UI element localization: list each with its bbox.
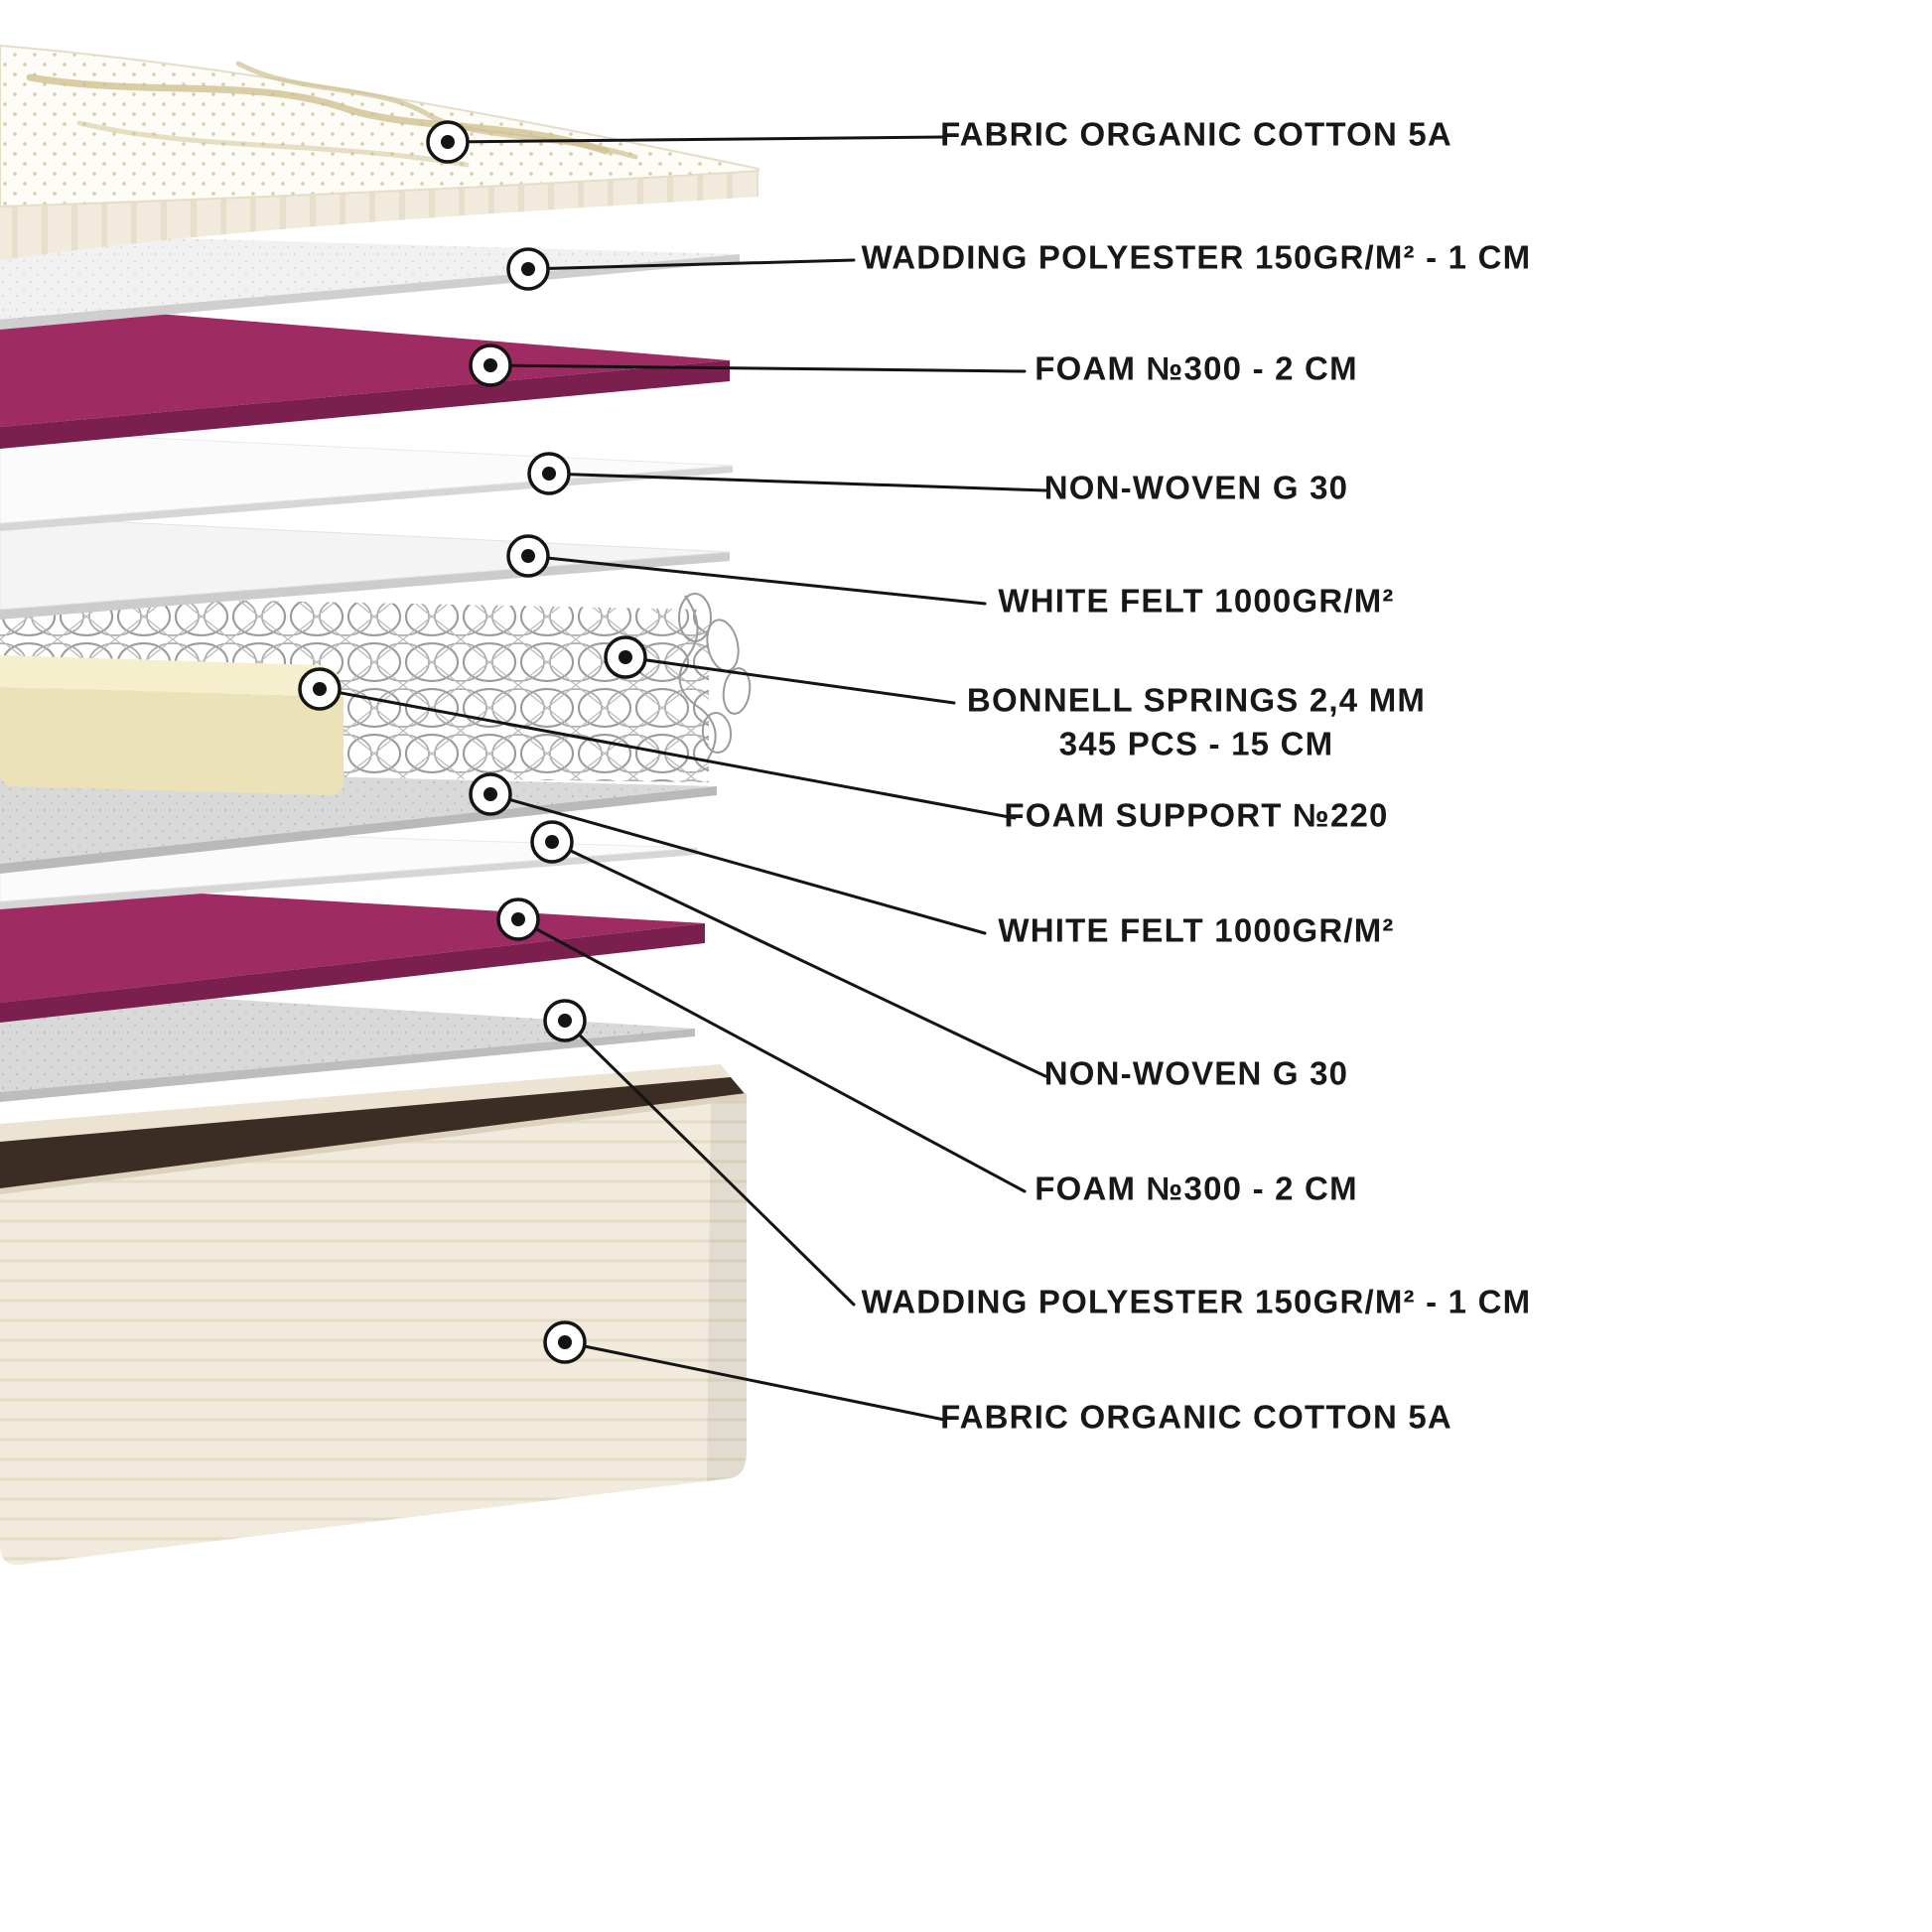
leader-line <box>526 554 987 606</box>
layer-wadding-bottom <box>0 985 695 1102</box>
layer-top-face <box>0 882 705 1003</box>
callout-fabric-bottom: FABRIC ORGANIC COTTON 5A <box>543 1320 1452 1436</box>
layer-label: WADDING POLYESTER 150GR/M² - 1 CM <box>862 1284 1532 1320</box>
quilt-gold-swirl <box>76 120 470 168</box>
layer-foam-top <box>0 301 730 449</box>
box-front-face <box>0 1096 747 1566</box>
leader-line <box>623 655 956 705</box>
layer-top-face <box>0 301 730 427</box>
layer-top-face <box>0 430 734 524</box>
layer-felt-top <box>0 515 731 620</box>
layer-label: WHITE FELT 1000GR/M² <box>998 583 1394 620</box>
callout-marker <box>426 120 470 164</box>
spring-zigzag <box>678 595 717 761</box>
layer-stack <box>0 44 759 1566</box>
leader-line <box>488 792 987 935</box>
layer-fabric-top <box>0 44 759 260</box>
layer-foam-support <box>0 655 344 796</box>
layer-top-face <box>0 768 717 864</box>
callout-marker <box>604 635 647 679</box>
callout-marker <box>298 667 342 711</box>
quilt-gold-swirl <box>26 73 610 155</box>
layer-label: FABRIC ORGANIC COTTON 5A <box>940 1399 1452 1436</box>
leader-line <box>446 135 946 144</box>
layer-base-box <box>0 1064 748 1566</box>
callout-marker <box>496 897 540 941</box>
layer-foam-bottom <box>0 882 705 1023</box>
callout-marker <box>527 452 571 495</box>
layer-front-edge <box>0 552 730 620</box>
layer-nonwoven-top <box>0 430 734 531</box>
callout-wadding-bottom: WADDING POLYESTER 150GR/M² - 1 CM <box>543 999 1532 1320</box>
callout-marker <box>469 772 512 816</box>
leader-line <box>550 840 1047 1078</box>
box-rim-piping <box>0 1093 748 1194</box>
callout-felt-top: WHITE FELT 1000GR/M² <box>506 534 1394 620</box>
layer-label: FOAM №300 - 2 CM <box>1035 1171 1358 1207</box>
callout-marker <box>530 820 574 864</box>
layer-label: FOAM SUPPORT №220 <box>1004 797 1388 834</box>
callouts: FABRIC ORGANIC COTTON 5A WADDING POLYEST… <box>298 116 1532 1436</box>
callout-foam-support: FOAM SUPPORT №220 <box>298 667 1388 834</box>
layer-top-face <box>0 233 740 320</box>
layer-label: NON-WOVEN G 30 <box>1044 470 1349 506</box>
layer-wadding-top <box>0 233 740 330</box>
layer-label-line2: 345 PCS - 15 CM <box>1059 726 1334 762</box>
callout-marker <box>506 534 550 578</box>
box-right-shade <box>707 1096 747 1481</box>
leader-line <box>563 1340 946 1422</box>
layer-label: WHITE FELT 1000GR/M² <box>998 912 1394 949</box>
layer-label: FOAM №300 - 2 CM <box>1035 350 1358 387</box>
quilt-side-face <box>0 171 759 260</box>
spring-coil <box>701 712 733 754</box>
callout-marker <box>543 1320 587 1364</box>
support-top-face <box>0 655 344 697</box>
support-front-face <box>0 687 344 796</box>
layer-label: NON-WOVEN G 30 <box>1044 1055 1349 1092</box>
callout-foam-bottom: FOAM №300 - 2 CM <box>496 897 1358 1207</box>
callout-marker <box>469 344 512 387</box>
layer-label: BONNELL SPRINGS 2,4 MM <box>967 682 1426 719</box>
layer-front-edge <box>0 360 730 449</box>
leader-line <box>526 258 856 271</box>
layer-front-edge <box>0 848 697 909</box>
leader-line <box>516 917 1027 1193</box>
leader-line <box>563 1019 856 1307</box>
leader-line <box>547 472 1047 492</box>
layer-label: FABRIC ORGANIC COTTON 5A <box>940 116 1452 153</box>
layer-top-face <box>0 515 731 611</box>
callout-felt-bottom: WHITE FELT 1000GR/M² <box>469 772 1394 949</box>
callout-nonwoven-top: NON-WOVEN G 30 <box>527 452 1349 506</box>
callout-nonwoven-bottom: NON-WOVEN G 30 <box>530 820 1349 1092</box>
layer-front-edge <box>0 1029 695 1102</box>
spring-coil <box>722 667 752 715</box>
box-interior <box>0 1077 747 1191</box>
callout-fabric-top: FABRIC ORGANIC COTTON 5A <box>426 116 1452 164</box>
layer-front-edge <box>0 923 705 1023</box>
leader-line <box>318 687 1017 820</box>
callout-wadding-top: WADDING POLYESTER 150GR/M² - 1 CM <box>506 239 1532 291</box>
callout-foam-top: FOAM №300 - 2 CM <box>469 344 1358 387</box>
layer-label: WADDING POLYESTER 150GR/M² - 1 CM <box>862 239 1532 276</box>
layer-top-face <box>0 985 695 1092</box>
leader-line <box>488 363 1027 373</box>
callout-bonnell-springs: BONNELL SPRINGS 2,4 MM 345 PCS - 15 CM <box>604 635 1426 762</box>
box-back-rim <box>0 1064 731 1142</box>
layer-front-edge <box>0 254 740 330</box>
callout-marker <box>506 247 550 291</box>
callout-marker <box>543 999 587 1042</box>
